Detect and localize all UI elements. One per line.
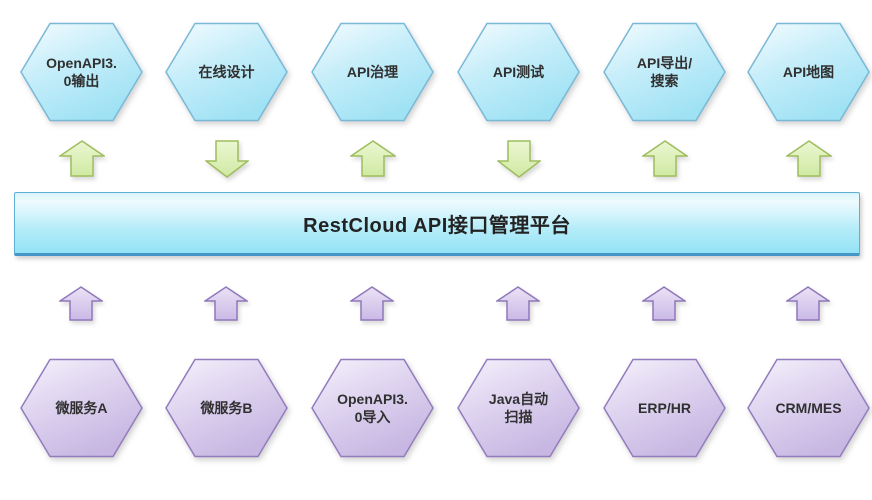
- hexagon-label: ERP/HR: [638, 399, 691, 416]
- hexagon-erp-hr: ERP/HR: [603, 358, 726, 458]
- purple-up-arrow-icon: [786, 286, 830, 321]
- hexagon-shape: [311, 358, 434, 458]
- hexagon-label: Java自动 扫描: [488, 390, 549, 425]
- purple-up-arrow-icon: [350, 286, 394, 321]
- hexagon-shape: [603, 22, 726, 122]
- hexagon-shape: [457, 358, 580, 458]
- hexagon-shape: [747, 22, 870, 122]
- green-up-arrow-icon: [642, 140, 688, 177]
- hexagon-label: API测试: [492, 63, 545, 80]
- hexagon-label: OpenAPI3. 0输出: [46, 54, 117, 89]
- hexagon-shape: [165, 358, 288, 458]
- hexagon-shape: [747, 358, 870, 458]
- hexagon-openapi3-output: OpenAPI3. 0输出: [20, 22, 143, 122]
- hexagon-crm-mes: CRM/MES: [747, 358, 870, 458]
- purple-up-arrow-icon: [59, 286, 103, 321]
- hexagon-shape: [457, 22, 580, 122]
- hexagon-label: 微服务B: [200, 399, 253, 416]
- hexagon-label: 微服务A: [55, 399, 108, 416]
- hexagon-label: OpenAPI3. 0导入: [337, 390, 408, 425]
- hexagon-label: CRM/MES: [775, 399, 842, 416]
- hexagon-java-auto-scan: Java自动 扫描: [457, 358, 580, 458]
- hexagon-label: 在线设计: [198, 63, 255, 80]
- purple-up-arrow-icon: [204, 286, 248, 321]
- purple-up-arrow-icon: [642, 286, 686, 321]
- hexagon-api-export-search: API导出/ 搜索: [603, 22, 726, 122]
- hexagon-label: API地图: [782, 63, 835, 80]
- hexagon-shape: [311, 22, 434, 122]
- hexagon-label: API治理: [346, 63, 399, 80]
- green-down-arrow-icon: [497, 140, 541, 178]
- hexagon-openapi3-import: OpenAPI3. 0导入: [311, 358, 434, 458]
- hexagon-label: API导出/ 搜索: [636, 54, 693, 89]
- hexagon-shape: [165, 22, 288, 122]
- green-up-arrow-icon: [59, 140, 105, 177]
- green-up-arrow-icon: [350, 140, 396, 177]
- purple-up-arrow-icon: [496, 286, 540, 321]
- green-up-arrow-icon: [786, 140, 832, 177]
- hexagon-api-map: API地图: [747, 22, 870, 122]
- platform-banner: RestCloud API接口管理平台: [14, 192, 860, 256]
- hexagon-shape: [20, 22, 143, 122]
- hexagon-shape: [603, 358, 726, 458]
- hexagon-api-governance: API治理: [311, 22, 434, 122]
- hexagon-shape: [20, 358, 143, 458]
- hexagon-microservice-a: 微服务A: [20, 358, 143, 458]
- green-down-arrow-icon: [205, 140, 249, 178]
- hexagon-online-design: 在线设计: [165, 22, 288, 122]
- platform-banner-label: RestCloud API接口管理平台: [303, 214, 571, 237]
- hexagon-api-testing: API测试: [457, 22, 580, 122]
- hexagon-microservice-b: 微服务B: [165, 358, 288, 458]
